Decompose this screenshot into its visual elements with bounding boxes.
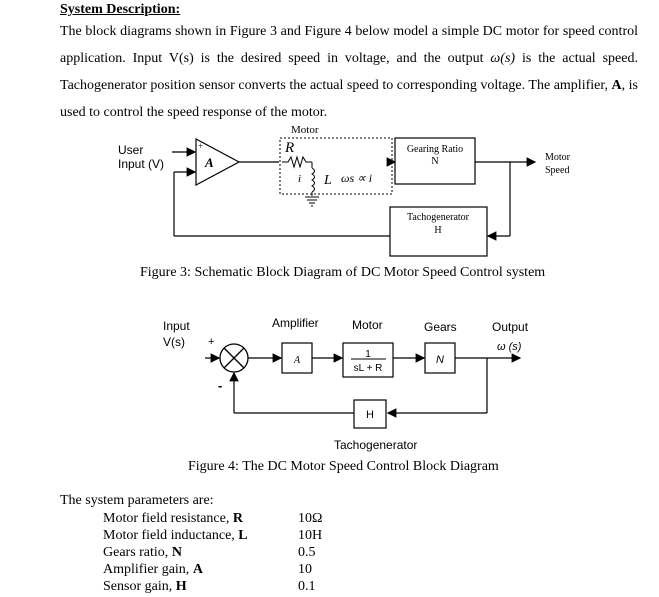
fig3-tacho-1: Tachogenerator xyxy=(407,212,470,223)
params-title: The system parameters are: xyxy=(60,493,214,508)
param-row-amplifier: Amplifier gain, A xyxy=(103,562,203,577)
param-value-sensor: 0.1 xyxy=(298,579,316,594)
param-value-inductance: 10H xyxy=(298,528,323,543)
description-paragraph: The block diagrams shown in Figure 3 and… xyxy=(60,24,639,120)
fig4-output-2: ω (s) xyxy=(497,341,522,353)
fig4-h-block-label: H xyxy=(366,409,374,421)
fig3-motor-label: Motor xyxy=(291,124,319,136)
param-row-resistance: Motor field resistance, R xyxy=(103,511,243,526)
param-value-gears: 0.5 xyxy=(298,545,316,560)
fig4-tacho-label: Tachogenerator xyxy=(334,438,417,452)
fig4-a-block-label: A xyxy=(293,355,301,366)
section-heading: System Description: xyxy=(60,2,181,17)
fig3-user-input-1: User xyxy=(118,143,143,157)
fig4-amplifier-label: Amplifier xyxy=(272,316,319,330)
inductor-symbol xyxy=(311,167,315,193)
param-row-gears: Gears ratio, N xyxy=(103,545,182,560)
amplifier-triangle xyxy=(195,137,241,187)
fig4-motor-label: Motor xyxy=(352,318,383,332)
fig3-gearing-1: Gearing Ratio xyxy=(407,144,463,155)
param-value-amplifier: 10 xyxy=(298,562,312,577)
fig4-n-block-label: N xyxy=(436,354,444,366)
fig4-output-1: Output xyxy=(492,320,529,334)
fig4-motor-numerator: 1 xyxy=(365,349,371,360)
fig3-l-label: L xyxy=(323,173,332,188)
figure-3-caption: Figure 3: Schematic Block Diagram of DC … xyxy=(140,265,546,280)
sensor-block xyxy=(353,399,387,429)
fig3-tacho-2: H xyxy=(434,225,441,236)
gearing-ratio-box xyxy=(394,137,476,185)
fig3-r-label: R xyxy=(284,140,294,156)
fig3-amp-label: A xyxy=(204,155,214,170)
fig4-input-2: V(s) xyxy=(163,335,185,349)
fig4-plus: + xyxy=(208,336,214,348)
fig3-motor-speed-2: Speed xyxy=(545,165,569,176)
fig4-gears-label: Gears xyxy=(424,320,457,334)
param-value-resistance: 10Ω xyxy=(298,511,323,526)
fig4-input-1: Input xyxy=(163,319,190,333)
amplifier-block xyxy=(281,342,313,374)
fig4-motor-denominator: sL + R xyxy=(354,363,383,374)
motor-dashed-box xyxy=(279,137,393,195)
param-row-inductance: Motor field inductance, L xyxy=(103,528,248,543)
fig3-omega-relation: ωs ∝ i xyxy=(341,171,372,185)
fig3-i-label: i xyxy=(298,173,301,185)
figure-4-caption: Figure 4: The DC Motor Speed Control Blo… xyxy=(188,459,499,474)
fig3-motor-speed-1: Motor xyxy=(545,152,571,163)
fig3-plus: + xyxy=(198,141,203,151)
motor-transfer-block xyxy=(342,342,394,378)
fig3-gearing-2: N xyxy=(431,156,438,167)
fig4-minus: - xyxy=(218,378,222,393)
param-row-sensor: Sensor gain, H xyxy=(103,579,187,594)
resistor-symbol xyxy=(282,155,312,169)
tachogenerator-box xyxy=(389,206,488,257)
fig3-user-input-2: Input (V) xyxy=(118,157,164,171)
